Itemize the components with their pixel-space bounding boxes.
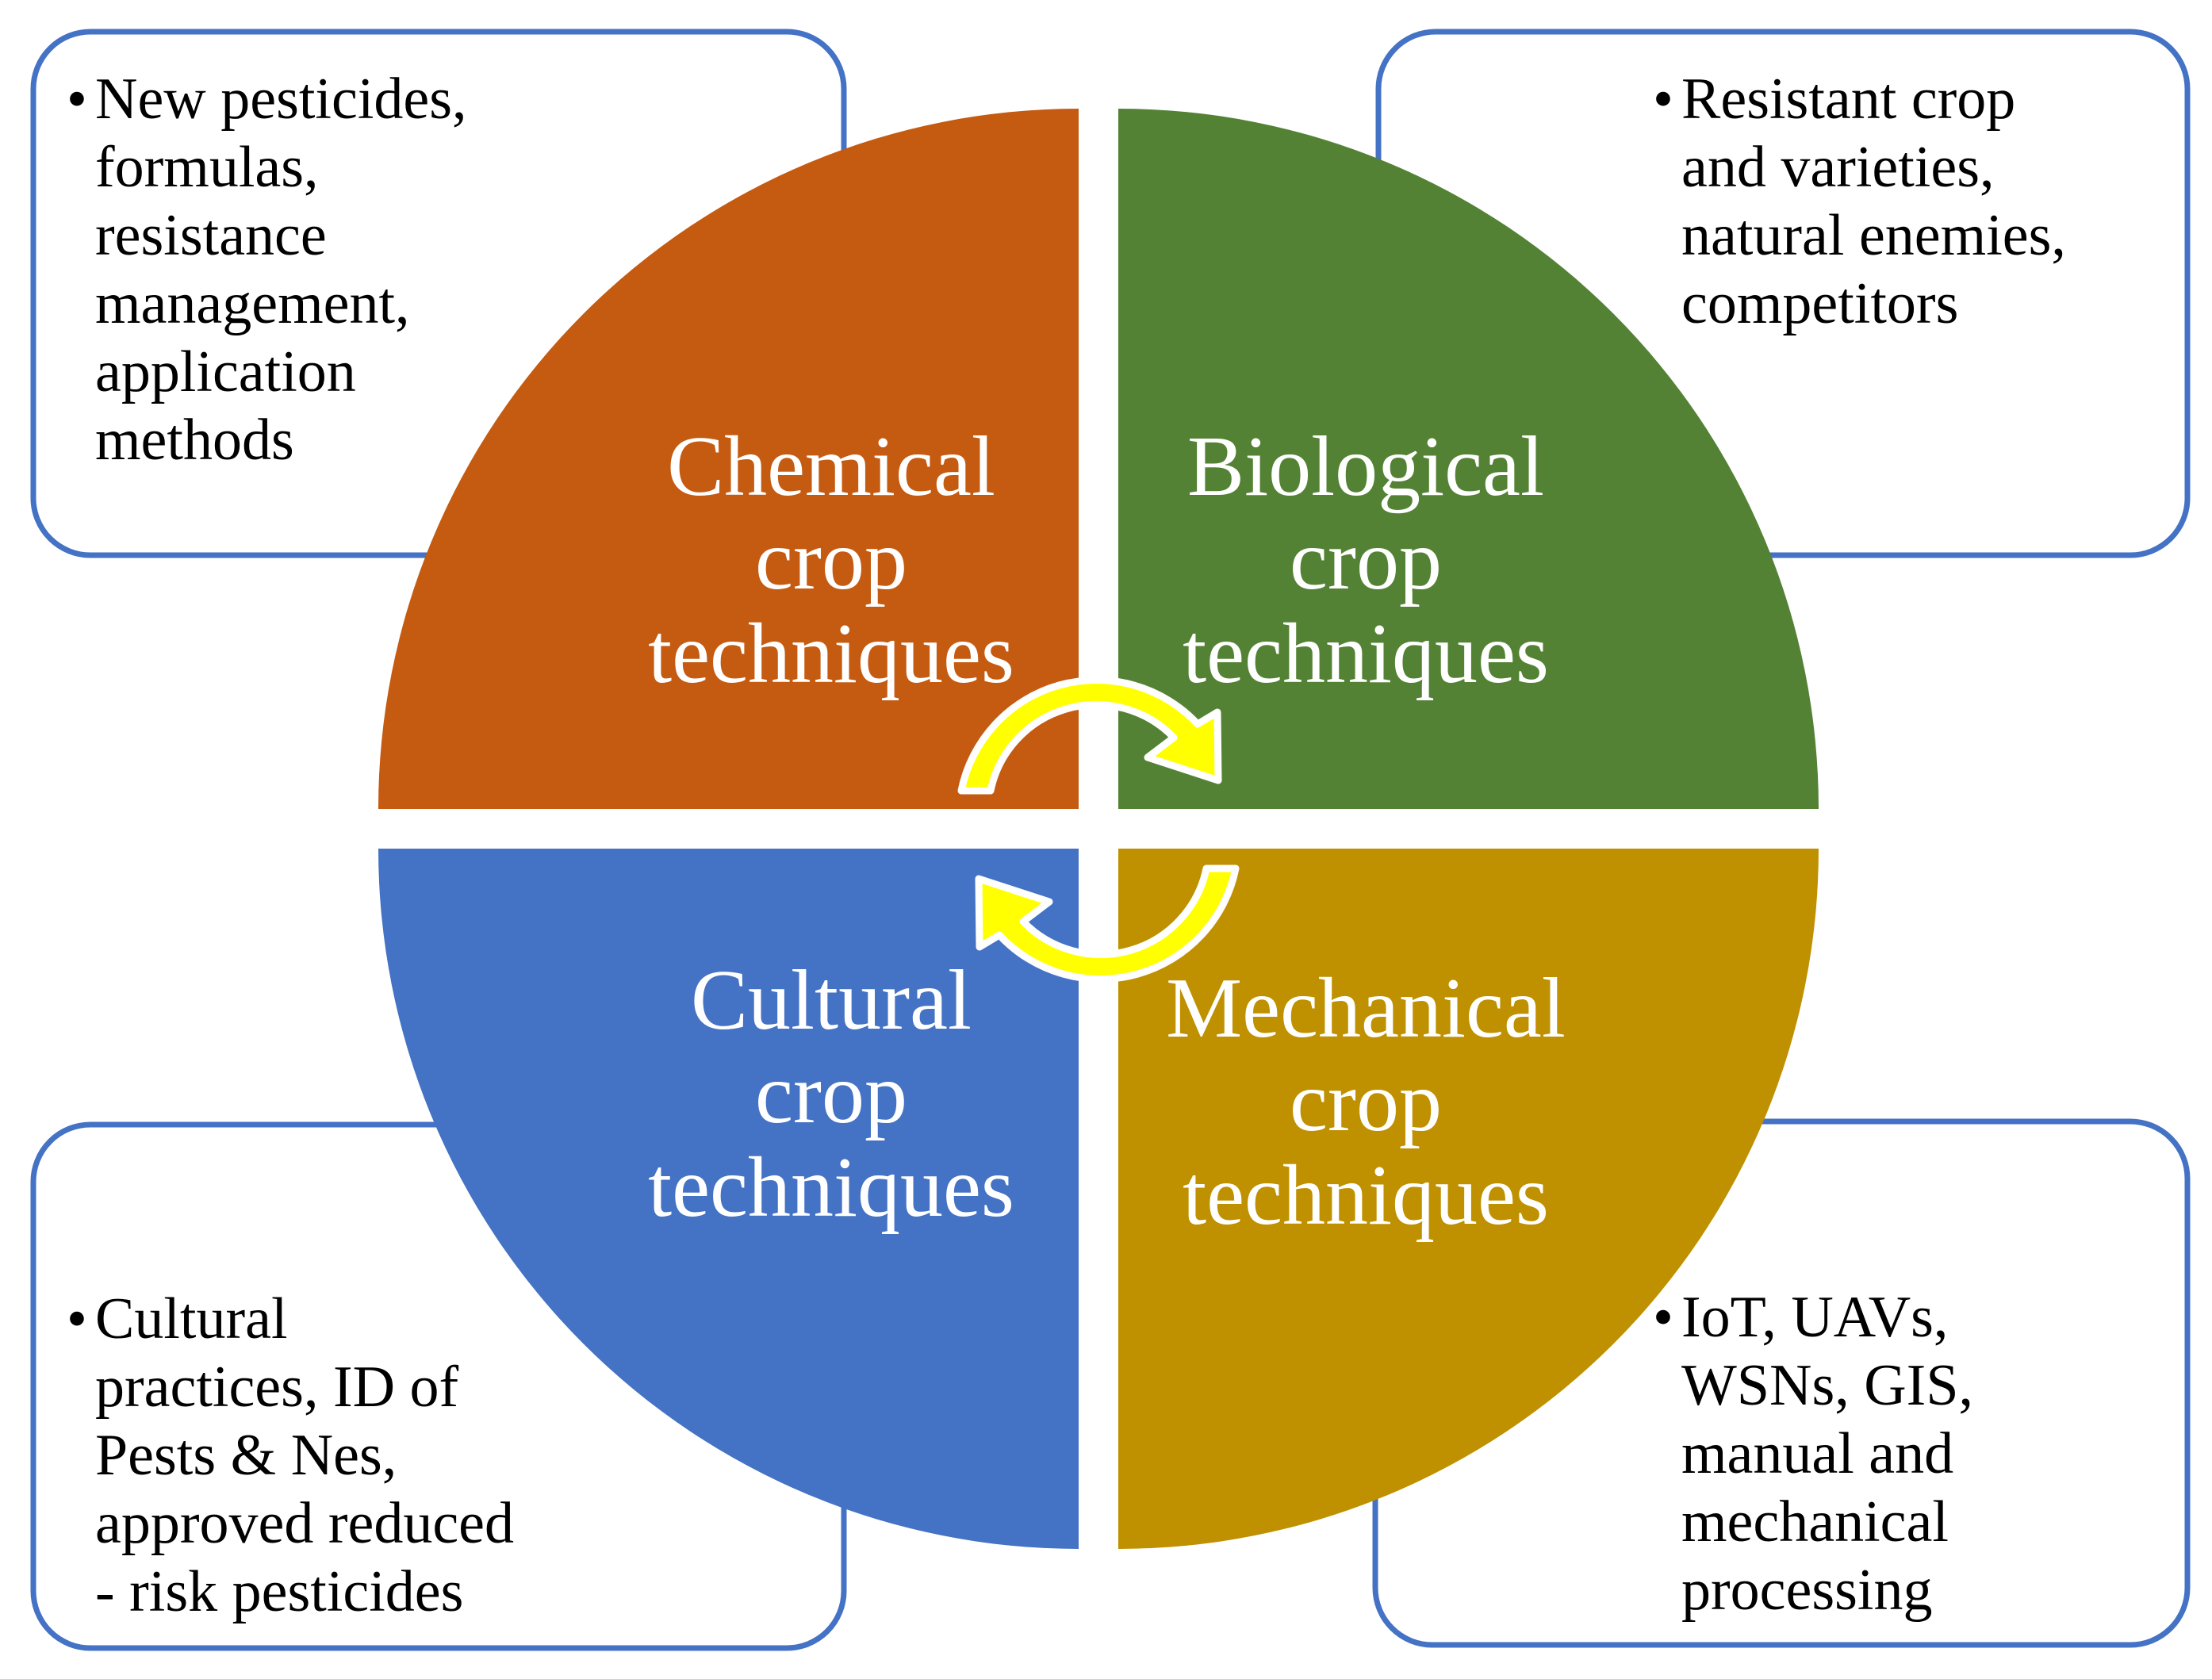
cultural-desc-line-4: approved reduced (95, 1491, 515, 1556)
biological-desc-line-2: and varieties, (1681, 135, 1995, 200)
curved-arrow-clockwise-icon (957, 676, 1222, 795)
chemical-desc-line-2: formulas, (95, 135, 319, 200)
chemical-quadrant-label: Chemical crop techniques (601, 420, 1061, 701)
mechanical-desc-line-4: mechanical (1681, 1489, 1949, 1554)
cultural-desc-line-5: - risk pesticides (95, 1559, 464, 1624)
chemical-desc-line-1: New pesticides, (95, 67, 467, 132)
mechanical-desc-line-5: processing (1681, 1558, 1933, 1623)
chemical-desc-line-5: application (95, 339, 356, 404)
cultural-description-text: •Cultural practices, ID of Pests & Nes, … (67, 1285, 514, 1626)
biological-quadrant (1118, 109, 1819, 809)
cultural-quadrant-label: Cultural crop techniques (601, 954, 1061, 1235)
biological-description-text: •Resistant crop and varieties, natural e… (1653, 65, 2066, 338)
cultural-desc-line-1: Cultural (95, 1286, 288, 1351)
biological-label-line-1: Biological (1187, 420, 1544, 514)
chemical-description-text: •New pesticides, formulas, resistance ma… (67, 65, 467, 474)
biological-desc-line-4: competitors (1681, 271, 1959, 336)
cultural-desc-line-2: practices, ID of (95, 1355, 459, 1420)
chemical-label-line-2: crop (755, 513, 907, 608)
mechanical-quadrant-label: Mechanical crop techniques (1136, 962, 1596, 1243)
bullet-icon: • (1653, 67, 1673, 132)
bullet-icon: • (67, 67, 87, 132)
cultural-quadrant (378, 849, 1079, 1549)
cultural-label-line-1: Cultural (691, 953, 972, 1048)
biological-desc-line-1: Resistant crop (1681, 67, 2016, 132)
mechanical-description-text: •IoT, UAVs, WSNs, GIS, manual and mechan… (1653, 1283, 1973, 1624)
mechanical-desc-line-3: manual and (1681, 1421, 1954, 1486)
biological-label-line-2: crop (1290, 513, 1442, 608)
bullet-icon: • (67, 1286, 87, 1351)
cultural-label-line-3: techniques (648, 1140, 1014, 1235)
cultural-label-line-2: crop (755, 1047, 907, 1141)
biological-label-line-3: techniques (1183, 607, 1549, 701)
chemical-desc-line-3: resistance (95, 203, 327, 268)
chemical-label-line-3: techniques (648, 607, 1014, 701)
mechanical-quadrant (1118, 849, 1819, 1549)
mechanical-label-line-2: crop (1290, 1055, 1442, 1149)
cultural-desc-line-3: Pests & Nes, (95, 1423, 397, 1488)
chemical-label-line-1: Chemical (667, 420, 995, 514)
mechanical-desc-line-1: IoT, UAVs, (1681, 1285, 1949, 1350)
chemical-desc-line-4: management, (95, 271, 410, 336)
biological-quadrant-label: Biological crop techniques (1136, 420, 1596, 701)
mechanical-label-line-1: Mechanical (1166, 961, 1566, 1056)
mechanical-desc-line-2: WSNs, GIS, (1681, 1353, 1973, 1418)
bullet-icon: • (1653, 1285, 1673, 1350)
mechanical-label-line-3: techniques (1183, 1148, 1549, 1243)
biological-desc-line-3: natural enemies, (1681, 203, 2066, 268)
chemical-desc-line-6: methods (95, 408, 294, 473)
curved-arrow-counterclockwise-icon (975, 864, 1240, 983)
chemical-quadrant (378, 109, 1079, 809)
